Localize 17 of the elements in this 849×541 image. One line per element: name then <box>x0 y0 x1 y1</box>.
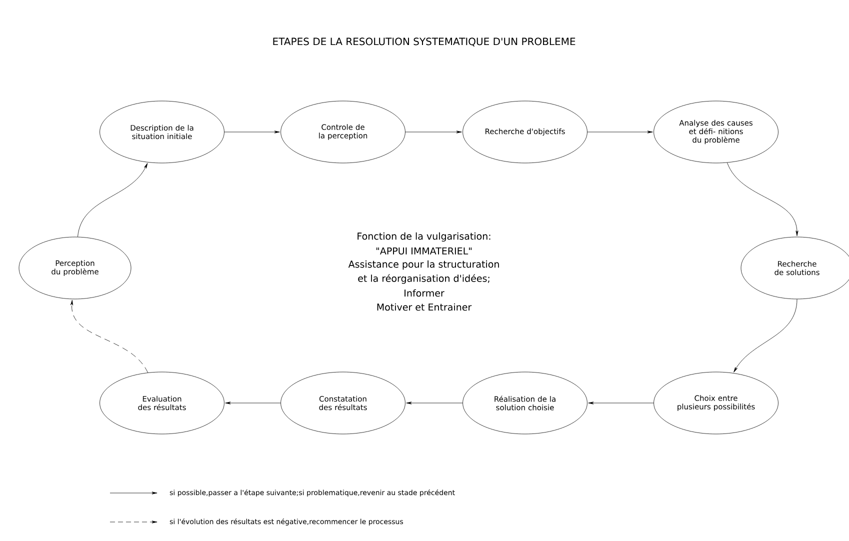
arrow <box>224 130 280 134</box>
center-text: Assistance pour la structuration <box>348 260 499 270</box>
arrow <box>405 130 462 134</box>
arrow <box>78 163 148 238</box>
arrow <box>734 299 798 372</box>
center-text: Motiver et Entrainer <box>377 303 472 311</box>
center-text: "APPUI IMMATERIEL" <box>376 247 472 255</box>
center-text: Fonction de la vulgarisation: <box>358 232 490 242</box>
arrow <box>406 402 463 404</box>
center-text: et la réorganisation d'idées; <box>358 274 490 284</box>
arrow <box>70 300 148 373</box>
center-text: Informer <box>404 289 444 297</box>
title: ETAPES DE LA RESOLUTION SYSTEMATIQUE D'UN PROBLEME <box>273 38 576 46</box>
arrow <box>587 130 653 134</box>
arrow <box>225 402 281 404</box>
arrow <box>726 162 798 236</box>
arrow <box>588 402 654 404</box>
